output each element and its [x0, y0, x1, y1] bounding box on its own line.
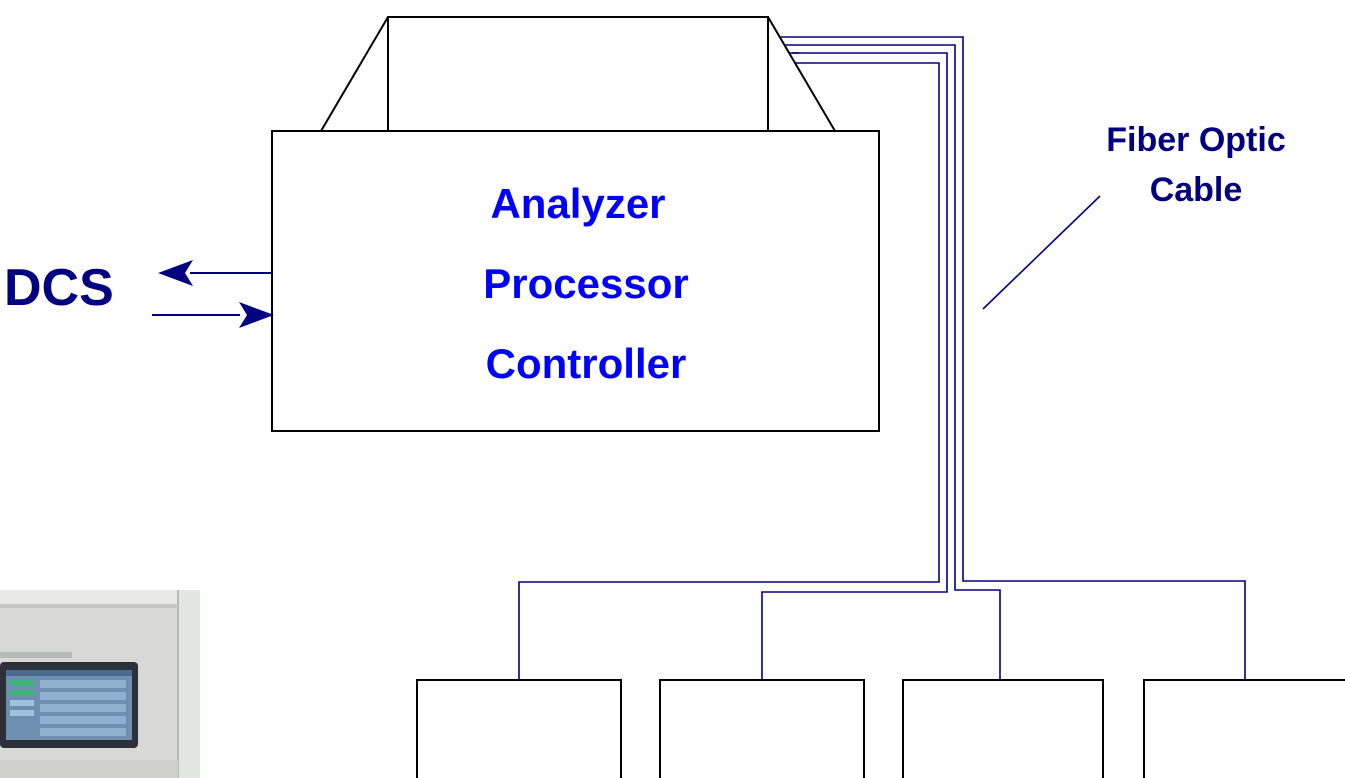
- analyzer-box-1: [416, 679, 622, 778]
- processor-label-line2: Processor: [483, 260, 688, 307]
- processor-label-line3: Controller: [486, 340, 687, 387]
- analyzer-box-2: [659, 679, 865, 778]
- cable-label-line1: Fiber Optic: [1106, 121, 1285, 159]
- dcs-input-arrow: [152, 302, 274, 328]
- processor-label-line1: Analyzer: [490, 180, 665, 227]
- analyzer-panel-photo: [0, 590, 200, 778]
- cable-label-line2: Cable: [1150, 171, 1243, 209]
- cable-label-pointer: [982, 195, 1101, 310]
- analyzer-processor-controller-box: [271, 130, 880, 432]
- analyzer-box-4: [1143, 679, 1345, 778]
- dcs-output-arrow: [158, 260, 271, 286]
- fiber-optic-cable-bundle: [518, 36, 1246, 680]
- controller-housing: [320, 16, 836, 132]
- dcs-label: DCS: [4, 259, 114, 317]
- analyzer-box-3: [902, 679, 1104, 778]
